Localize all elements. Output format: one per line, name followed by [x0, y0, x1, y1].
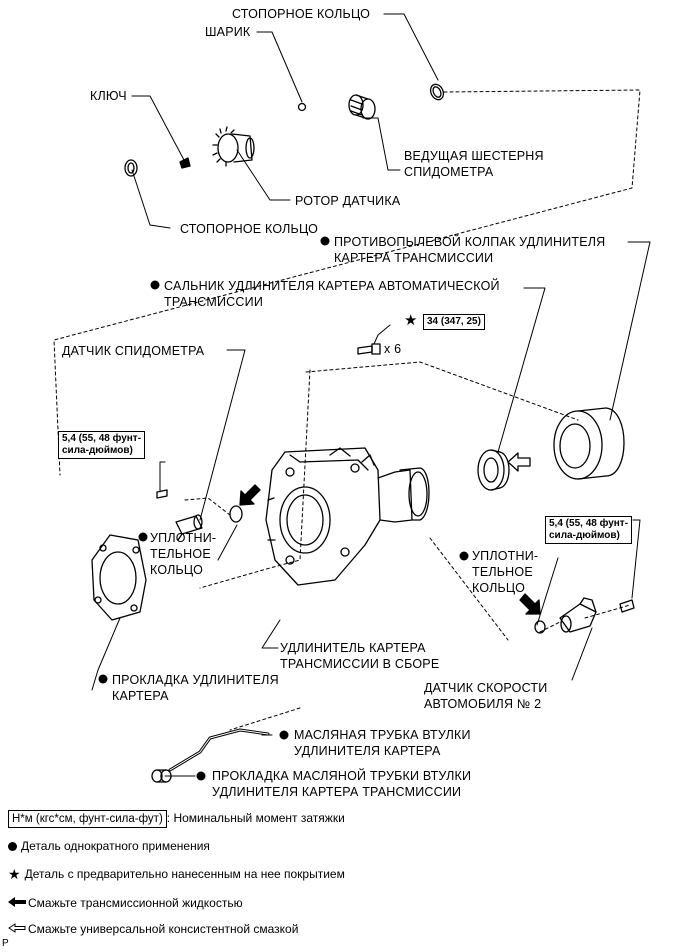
precoat-star-icon: ★	[404, 312, 418, 329]
grease-arrow-icon	[507, 452, 531, 472]
o-ring-left-part	[229, 505, 243, 523]
label-speed-sensor: ДАТЧИК СКОРОСТИ АВТОМОБИЛЯ № 2	[424, 681, 548, 711]
legend-atf-text: Смажьте трансмиссионной жидкостью	[28, 896, 243, 910]
torque-box-bolts: 34 (347, 25)	[423, 314, 485, 330]
assembly-dashed-lines	[53, 89, 641, 731]
label-snap-ring-top: СТОПОРНОЕ КОЛЬЦО	[232, 7, 371, 21]
legend-torque-unit: Н*м (кгс*см, фунт-сила-фут)	[8, 810, 167, 828]
key-part	[179, 157, 191, 169]
label-speedo-sensor: ДАТЧИК СПИДОМЕТРА	[62, 344, 205, 358]
legend-non-reusable-text: Деталь однократного применения	[21, 839, 210, 853]
leader-lines	[91, 13, 651, 777]
legend-grease-text: Смажьте универсальной консистентной смаз…	[28, 922, 299, 936]
label-oil-pipe: МАСЛЯНАЯ ТРУБКА ВТУЛКИ УДЛИНИТЕЛЯ КАРТЕР…	[294, 728, 471, 758]
legend-grease: Смажьте универсальной консистентной смаз…	[8, 921, 298, 937]
dust-deflector-part	[553, 407, 625, 480]
legend-atf: Смажьте трансмиссионной жидкостью	[8, 895, 243, 911]
label-oil-seal: САЛЬНИК УДЛИНИТЕЛЯ КАРТЕРА АВТОМАТИЧЕСКО…	[164, 279, 500, 309]
oil-seal-part	[477, 449, 510, 491]
o-ring-right-part	[534, 620, 546, 634]
extension-bolt-part	[357, 343, 381, 355]
sensor-rotor-part	[212, 126, 255, 167]
label-extension-assy: УДЛИНИТЕЛЬ КАРТЕРА ТРАНСМИССИИ В СБОРЕ	[280, 641, 440, 671]
label-dust-deflector: ПРОТИВОПЫЛЕВОЙ КОЛПАК УДЛИНИТЕЛЯ КАРТЕРА…	[334, 235, 606, 265]
label-bolt-count: x 6	[384, 342, 402, 356]
label-drive-gear: ВЕДУЩАЯ ШЕСТЕРНЯ СПИДОМЕТРА	[404, 149, 544, 179]
ball-part	[297, 102, 307, 112]
label-o-ring-right: УПЛОТНИ- ТЕЛЬНОЕ КОЛЬЦО	[472, 549, 539, 595]
torque-box-left-sensor: 5,4 (55, 48 фунт- сила-дюймов)	[58, 431, 146, 459]
atf-arrow-left-icon	[239, 484, 261, 506]
speedometer-sensor-part	[175, 514, 203, 541]
drive-gear-part	[348, 94, 376, 120]
label-oil-pipe-gasket: ПРОКЛАДКА МАСЛЯНОЙ ТРУБКИ ВТУЛКИ УДЛИНИТ…	[212, 769, 472, 799]
legend-precoated: ★Деталь с предварительно нанесенным на н…	[8, 866, 345, 882]
extension-housing-part	[265, 447, 430, 586]
label-o-ring-left: УПЛОТНИ- ТЕЛЬНОЕ КОЛЬЦО	[150, 531, 217, 577]
legend-torque-text: : Номинальный момент затяжки	[166, 811, 345, 825]
speed-sensor-part	[559, 597, 597, 633]
star-icon: ★	[8, 866, 21, 882]
solid-arrow-icon	[8, 895, 28, 911]
dot-icon	[8, 842, 17, 851]
label-gasket: ПРОКЛАДКА УДЛИНИТЕЛЯ КАРТЕРА	[112, 673, 279, 703]
legend-torque: Н*м (кгс*см, фунт-сила-фут): Номинальный…	[8, 810, 345, 828]
atf-arrow-right-icon	[519, 593, 541, 615]
gasket-part	[91, 534, 147, 621]
corner-mark: P	[2, 938, 9, 949]
label-snap-ring-bottom: СТОПОРНОЕ КОЛЬЦО	[180, 222, 319, 236]
label-sensor-rotor: РОТОР ДАТЧИКА	[295, 194, 401, 208]
label-key: КЛЮЧ	[90, 89, 127, 103]
legend-precoated-text: Деталь с предварительно нанесенным на не…	[24, 867, 345, 881]
snap-ring-top-part	[429, 83, 445, 101]
legend-non-reusable: Деталь однократного применения	[8, 838, 210, 854]
hollow-arrow-icon	[8, 921, 28, 937]
snap-ring-bottom-part	[124, 159, 138, 177]
sensor-bolt-left-part	[156, 489, 168, 499]
non-reusable-markers	[98, 236, 469, 781]
sensor-bolt-right-part	[619, 599, 635, 613]
label-ball: ШАРИК	[205, 25, 251, 39]
oil-pipe-gasket-part	[151, 769, 172, 783]
torque-box-right-sensor: 5,4 (55, 48 фунт- сила-дюймов)	[545, 516, 633, 544]
